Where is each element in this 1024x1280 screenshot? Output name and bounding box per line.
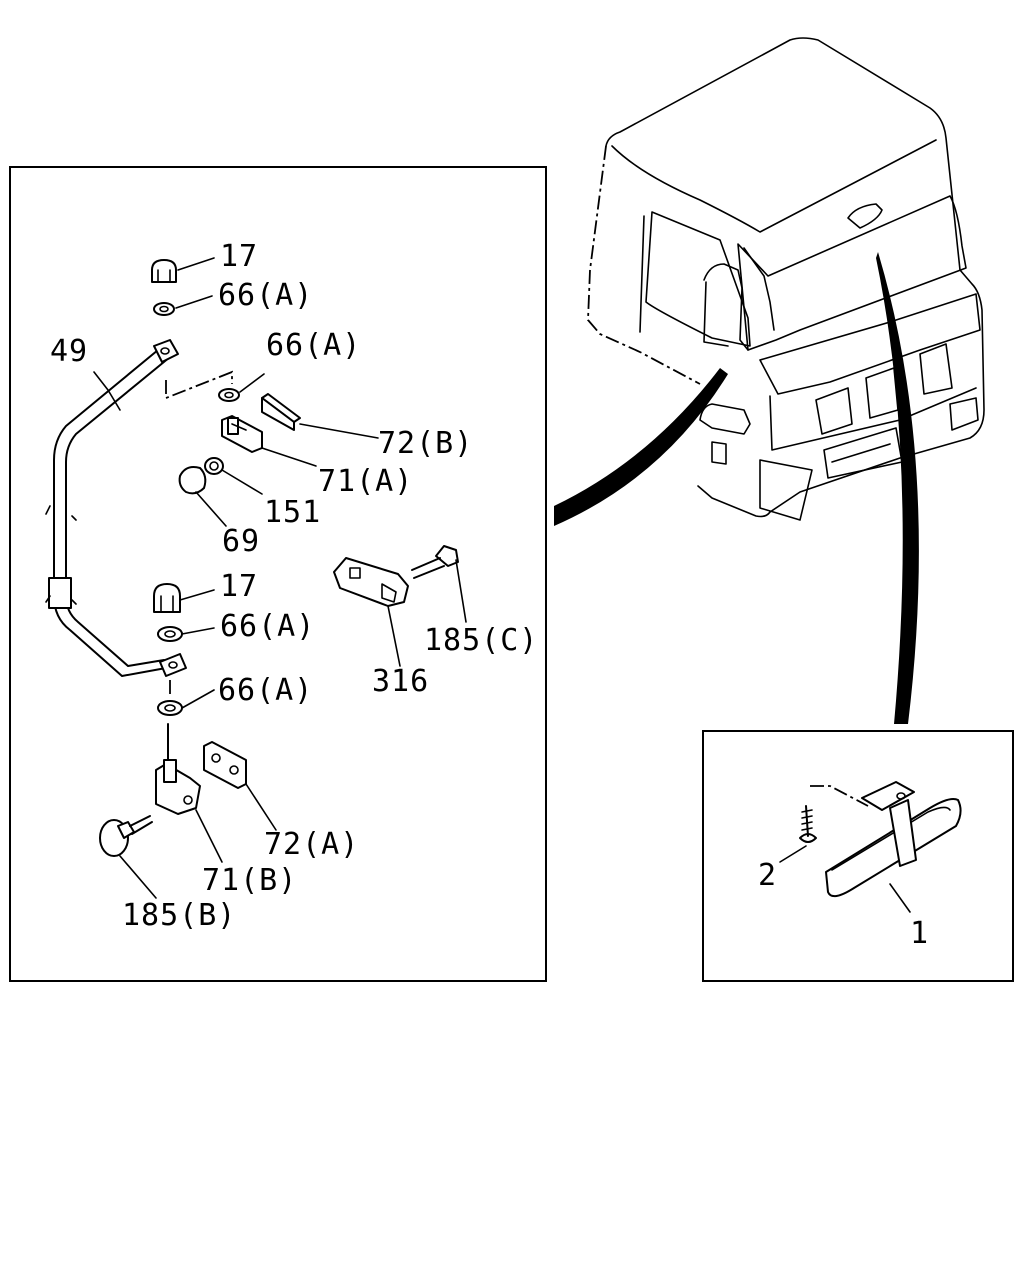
label-66a-2: 66(A) — [266, 328, 361, 363]
label-1: 1 — [910, 916, 929, 951]
washer-151 — [204, 457, 224, 475]
bracket-316 — [333, 557, 409, 607]
washer-66a-4 — [157, 700, 183, 716]
washer-66a-1 — [153, 302, 175, 316]
cap-nut-69 — [178, 466, 207, 495]
truck-cab-illustration — [587, 37, 985, 521]
left-detail-frame — [9, 166, 547, 982]
label-71b: 71(B) — [202, 863, 297, 898]
bolt-185c — [411, 545, 459, 579]
label-185c: 185(C) — [424, 623, 538, 658]
label-17-mid: 17 — [220, 569, 258, 604]
label-49: 49 — [50, 334, 88, 369]
callout-to-side-mirror — [554, 368, 728, 526]
bracket-72b — [261, 393, 301, 431]
label-71a: 71(A) — [318, 464, 413, 499]
label-185b: 185(B) — [122, 898, 236, 933]
label-151: 151 — [264, 495, 321, 530]
label-72a: 72(A) — [264, 827, 359, 862]
plate-72a — [203, 741, 247, 789]
label-17-top: 17 — [220, 239, 258, 274]
screw-2 — [799, 805, 817, 843]
inner-rearview-mirror — [825, 781, 962, 898]
washer-66a-3 — [157, 626, 183, 642]
label-66a-4: 66(A) — [218, 673, 313, 708]
label-316: 316 — [372, 664, 429, 699]
bracket-71b — [155, 759, 201, 815]
callout-to-room-mirror — [876, 252, 919, 724]
label-66a-1: 66(A) — [218, 278, 313, 313]
bolt-185b — [99, 815, 153, 857]
washer-66a-2 — [218, 388, 240, 402]
callout-labels: 17 66(A) 49 66(A) 72(B) 71(A) 151 69 17 … — [50, 239, 929, 951]
cap-nut-17-upper — [151, 259, 177, 283]
right-detail-frame — [702, 730, 1014, 982]
bracket-71a — [221, 415, 263, 453]
mirror-stay-rod — [45, 339, 187, 677]
cap-nut-17-lower — [153, 583, 181, 613]
label-2: 2 — [758, 858, 777, 893]
label-72b: 72(B) — [378, 426, 473, 461]
label-69: 69 — [222, 524, 260, 559]
leader-lines-left — [93, 257, 467, 899]
label-66a-3: 66(A) — [220, 609, 315, 644]
